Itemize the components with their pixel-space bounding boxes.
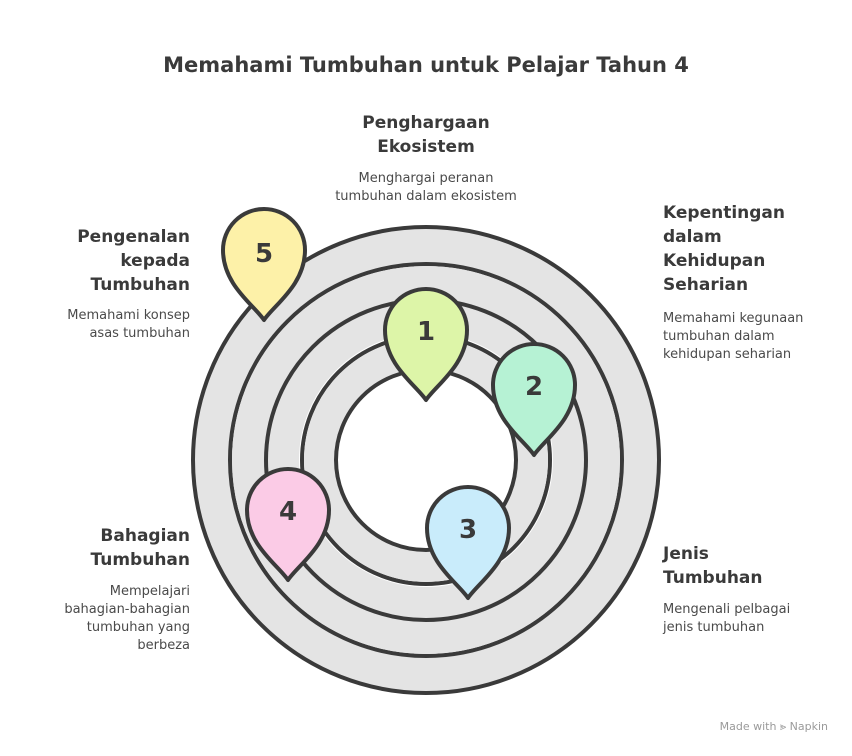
step-2-title: Kepentingan dalam Kehidupan Seharian	[663, 201, 843, 297]
marker-3: 3	[425, 485, 511, 600]
step-3-desc-line: Mengenali pelbagai	[663, 602, 791, 617]
pin-1-body	[383, 287, 469, 402]
pin-3-body	[425, 485, 511, 600]
marker-4: 4	[245, 467, 331, 582]
step-2-title-line: Seharian	[663, 275, 749, 295]
step-2-desc-line: kehidupan seharian	[663, 347, 792, 362]
pin-4-number: 4	[279, 497, 297, 527]
step-1-title: Penghargaan Ekosistem	[296, 111, 556, 159]
step-4-title-line: Bahagian	[100, 526, 190, 546]
step-3-title-line: Jenis	[663, 544, 709, 564]
step-4-description: Mempelajari bahagian-bahagian tumbuhan y…	[10, 583, 190, 655]
footer-credit: Made with ⪢ Napkin	[719, 720, 828, 733]
pin-4-body	[245, 467, 331, 582]
step-2-title-line: Kepentingan	[663, 203, 786, 223]
step-1-desc-line: Menghargai peranan	[358, 171, 494, 186]
pin-5-number: 5	[255, 239, 273, 269]
step-1-desc-line: tumbuhan dalam ekosistem	[335, 189, 517, 204]
step-1-description: Menghargai peranan tumbuhan dalam ekosis…	[296, 170, 556, 206]
step-3-desc-line: jenis tumbuhan	[663, 620, 765, 635]
step-3-title: Jenis Tumbuhan	[663, 542, 843, 590]
page-title: Memahami Tumbuhan untuk Pelajar Tahun 4	[163, 53, 689, 77]
step-4-title-line: Tumbuhan	[90, 550, 191, 570]
step-2-desc-line: Memahami kegunaan	[663, 311, 804, 326]
step-5-title: Pengenalan kepada Tumbuhan	[10, 225, 190, 297]
step-4-desc-line: Mempelajari	[109, 584, 190, 599]
pin-2-number: 2	[525, 372, 543, 402]
step-3-description: Mengenali pelbagai jenis tumbuhan	[663, 601, 843, 637]
step-4-title: Bahagian Tumbuhan	[10, 524, 191, 572]
pin-5-body	[221, 207, 307, 322]
step-2-desc-line: tumbuhan dalam	[663, 329, 775, 344]
marker-1: 1	[383, 287, 469, 402]
step-2-description: Memahami kegunaan tumbuhan dalam kehidup…	[663, 310, 843, 364]
step-5-desc-line: Memahami konsep	[67, 308, 190, 323]
step-2-title-line: Kehidupan	[663, 251, 766, 271]
marker-5: 5	[221, 207, 307, 322]
pin-2-body	[491, 342, 577, 457]
step-4-desc-line: tumbuhan yang	[86, 620, 190, 635]
step-1-title-line: Penghargaan	[362, 113, 490, 133]
step-5-description: Memahami konsep asas tumbuhan	[10, 307, 190, 343]
step-1-title-line: Ekosistem	[377, 137, 475, 157]
pin-1-number: 1	[417, 317, 435, 347]
marker-2: 2	[491, 342, 577, 457]
pin-3-number: 3	[459, 515, 477, 545]
step-5-title-line: kepada	[120, 251, 190, 271]
step-2-title-line: dalam	[663, 227, 722, 247]
step-3-title-line: Tumbuhan	[663, 568, 763, 588]
step-4-desc-line: berbeza	[137, 638, 190, 653]
step-5-title-line: Tumbuhan	[90, 275, 191, 295]
step-5-title-line: Pengenalan	[77, 227, 190, 247]
step-4-desc-line: bahagian-bahagian	[64, 602, 190, 617]
step-5-desc-line: asas tumbuhan	[89, 326, 190, 341]
ring-band-outer	[191, 225, 661, 695]
